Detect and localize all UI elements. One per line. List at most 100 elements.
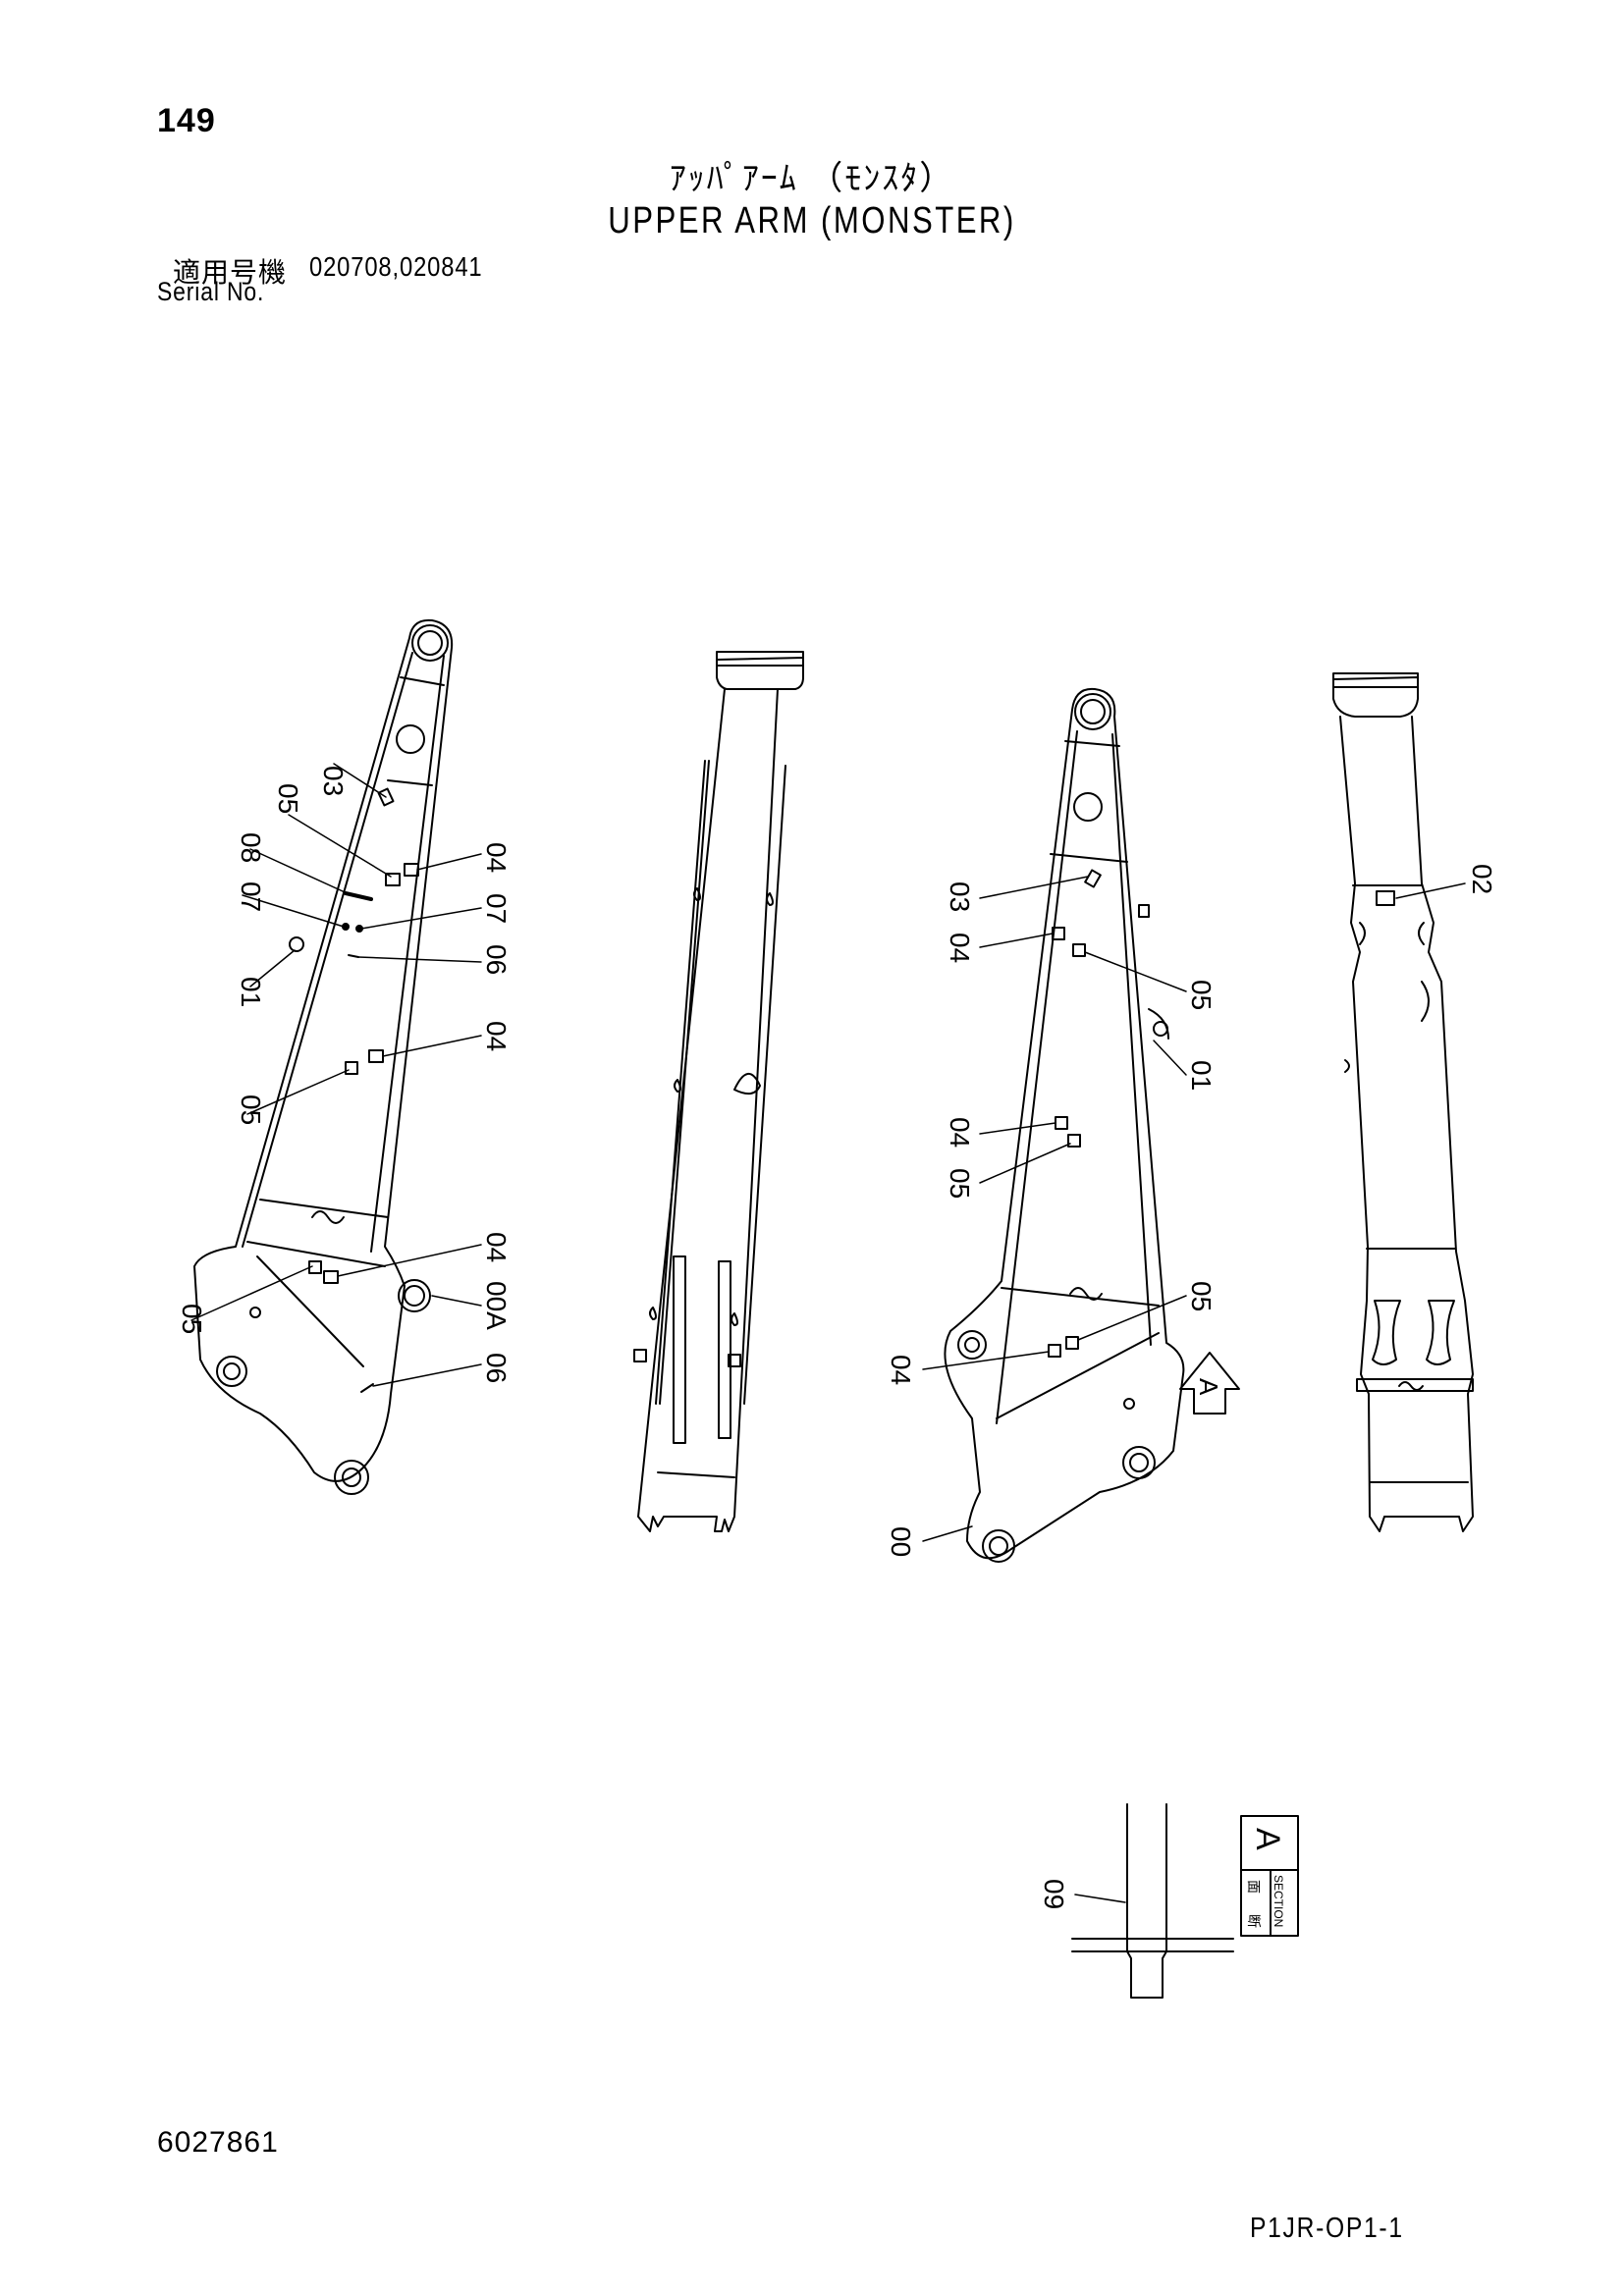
title-english: UPPER ARM (MONSTER)	[608, 200, 1016, 241]
center-view-head	[716, 657, 804, 690]
right-arm-plate-05a	[1072, 943, 1086, 957]
left-arm-inner-line-2	[370, 655, 445, 1253]
callout-left-08: 08	[236, 832, 266, 863]
back-view-lug-a	[1359, 922, 1366, 945]
callout-right-00: 00	[886, 1526, 916, 1557]
right-arm-band-top	[1064, 740, 1120, 747]
back-view-bar	[1356, 1378, 1474, 1392]
callout-back-02: 02	[1467, 864, 1497, 894]
back-view-window-right	[1426, 1300, 1455, 1365]
left-arm-break-symbol	[311, 1210, 345, 1224]
left-arm-mid-boss	[396, 724, 425, 754]
center-view-slot-b	[718, 1260, 731, 1439]
callout-section-09: 09	[1039, 1879, 1069, 1909]
callout-right-05c: 05	[1186, 1281, 1217, 1311]
right-arm-right-boss	[1122, 1446, 1156, 1479]
center-view-lug-e	[731, 1312, 738, 1326]
left-arm-outline	[193, 618, 454, 1482]
left-arm-plate-03	[377, 787, 395, 807]
section-view-a	[1071, 1803, 1234, 1999]
callout-right-05a: 05	[1186, 980, 1217, 1010]
section-box-en: SECTION	[1272, 1875, 1285, 1927]
back-view-outline	[1339, 716, 1474, 1532]
left-arm-small-hole	[249, 1307, 261, 1318]
right-arm-top-boss-inner	[1080, 699, 1106, 724]
page-code: P1JR-OP1-1	[1250, 2213, 1404, 2244]
callout-left-04c: 04	[481, 1232, 512, 1262]
right-arm-diagonal	[996, 1332, 1160, 1419]
center-view-lug-a	[693, 887, 701, 901]
right-arm-outline	[944, 687, 1185, 1560]
center-view-cap	[716, 651, 804, 667]
center-view-lug-d	[649, 1307, 657, 1320]
center-view-inner-b	[743, 765, 786, 1405]
arm-side-view-left	[193, 618, 454, 1495]
right-arm-plate-05c	[1065, 1336, 1079, 1350]
left-arm-top-boss-inner	[417, 630, 443, 656]
right-arm-mid-boss	[1073, 792, 1103, 822]
drawing-code: 6027861	[157, 2126, 279, 2159]
left-arm-base-boss-inner	[342, 1468, 361, 1487]
back-view-lug-d	[1344, 1059, 1350, 1073]
view-arrow-letter: A	[1194, 1378, 1223, 1396]
callout-right-04a: 04	[945, 933, 975, 963]
center-view-bracket	[733, 1073, 761, 1095]
center-view-cross	[657, 1471, 735, 1478]
callout-left-05c: 05	[177, 1304, 207, 1334]
right-arm-base-boss-inner	[989, 1536, 1008, 1556]
serial-label-japanese: 適用号機	[173, 257, 288, 288]
center-view-lug-b	[766, 892, 774, 906]
right-arm-break-symbol	[1069, 1287, 1103, 1301]
right-view-leaders	[922, 876, 1187, 1542]
right-arm-left-boss-inner	[964, 1337, 980, 1353]
callout-left-05a: 05	[273, 783, 303, 814]
serial-numbers: 020708,020841	[309, 251, 483, 282]
arm-top-view-center	[633, 651, 804, 1532]
arm-side-view-right	[944, 687, 1185, 1563]
center-view-slot-a	[673, 1255, 686, 1444]
left-view-callouts: 03 05 08 07 01 05 05 04 07 06 04 04 00A …	[177, 766, 512, 1383]
back-view-lug-c	[1421, 981, 1430, 1022]
section-leader-09	[1074, 1894, 1126, 1903]
left-arm-lower-boss	[398, 1279, 431, 1312]
arm-back-view-right	[1332, 672, 1474, 1532]
left-arm-band	[387, 779, 433, 786]
right-arm-plate-04c	[1048, 1344, 1061, 1358]
center-view-inner-c	[655, 760, 706, 1405]
callout-right-05b: 05	[945, 1168, 975, 1199]
callout-left-05b: 05	[236, 1095, 266, 1125]
right-arm-inner-b	[1111, 733, 1152, 1346]
center-view-lug-c	[674, 1079, 681, 1093]
center-view-pin-b	[728, 1354, 741, 1367]
callout-right-03: 03	[945, 881, 975, 912]
callout-left-00A: 00A	[481, 1281, 512, 1330]
callout-left-01: 01	[236, 977, 266, 1007]
right-arm-left-boss	[957, 1330, 987, 1360]
left-arm-lower-boss-inner	[404, 1285, 425, 1307]
callout-left-06a: 06	[481, 944, 512, 975]
right-arm-band-mid	[1050, 853, 1128, 863]
section-box-letter: A	[1249, 1828, 1286, 1850]
left-view-leaders	[190, 763, 482, 1387]
right-arm-inner-a	[996, 730, 1078, 1424]
back-view-break-symbol	[1398, 1381, 1424, 1391]
callout-left-07b: 07	[481, 893, 512, 924]
callout-left-04a: 04	[481, 842, 512, 873]
callout-right-04b: 04	[945, 1117, 975, 1148]
right-arm-base-boss	[982, 1529, 1015, 1563]
title-japanese: ｱｯﾊﾟｱｰﾑ （ﾓﾝｽﾀ）	[669, 160, 955, 197]
left-arm-mark-06b	[360, 1383, 374, 1393]
view-arrow-outline	[1179, 1352, 1240, 1415]
back-view-window-left	[1372, 1300, 1401, 1365]
section-box-jp-1: 断	[1246, 1914, 1262, 1928]
left-arm-top-boss	[411, 624, 449, 662]
back-view-lug-b	[1418, 922, 1425, 945]
right-arm-web-line	[1001, 1287, 1160, 1307]
back-view-plate-02	[1376, 890, 1395, 906]
right-view-callouts: 03 04 05 01 04 05 05 04 00	[886, 881, 1217, 1557]
right-arm-small-hole	[1123, 1398, 1135, 1410]
left-arm-plate-05a	[385, 873, 401, 886]
left-arm-plate-04b	[368, 1049, 384, 1063]
left-arm-diagonal	[256, 1255, 364, 1367]
